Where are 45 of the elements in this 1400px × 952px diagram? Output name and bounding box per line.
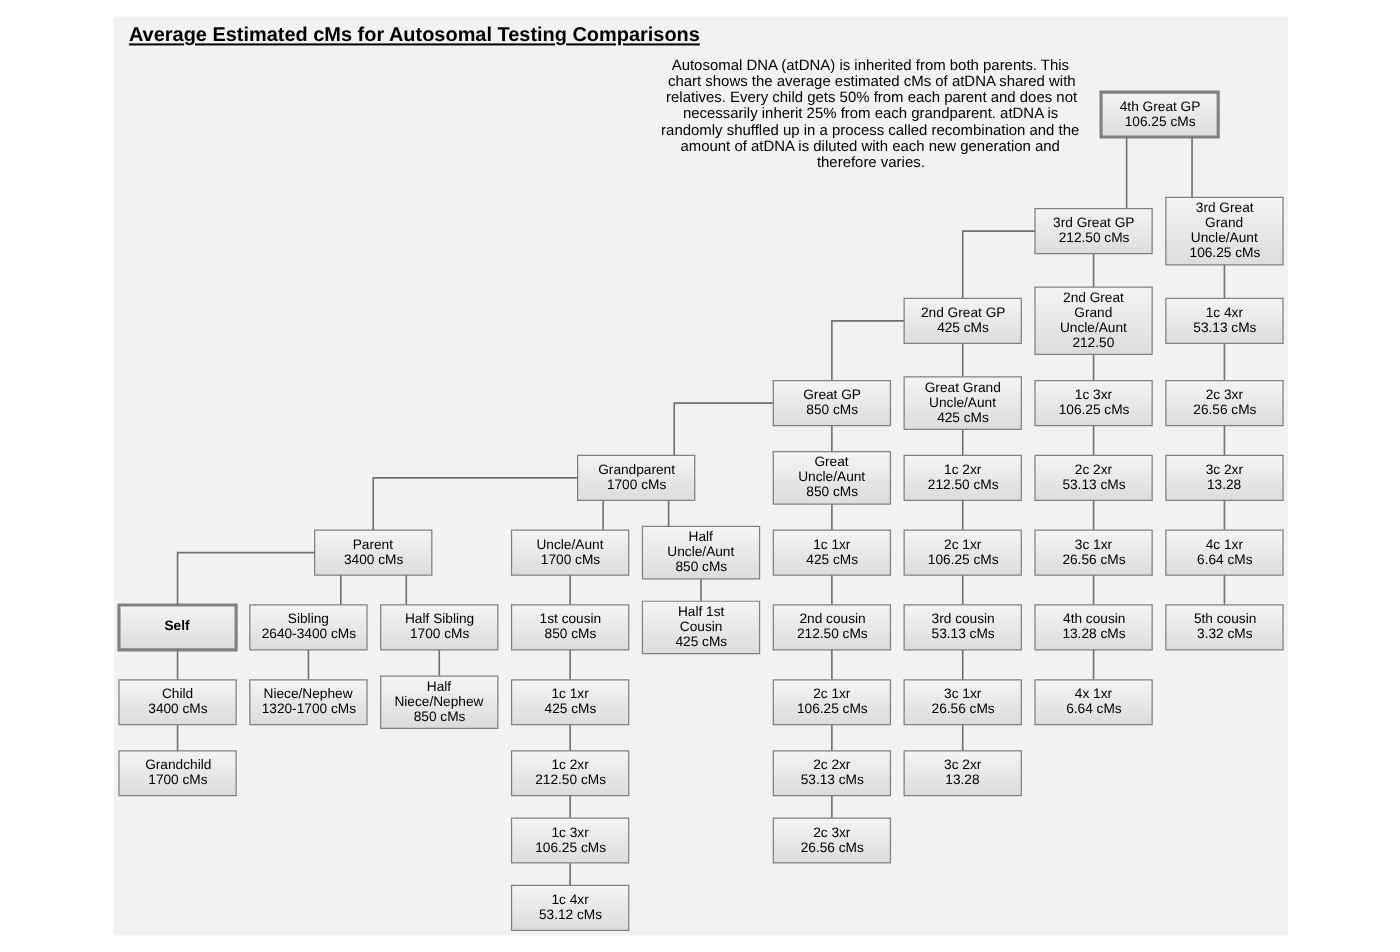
connector — [1091, 574, 1094, 606]
connector — [830, 574, 832, 606]
connector — [1091, 499, 1094, 531]
connector — [1091, 649, 1094, 681]
connector — [830, 320, 904, 382]
connector — [568, 862, 570, 886]
connector — [568, 795, 570, 819]
connector — [672, 402, 773, 457]
diagram-title: Average Estimated cMs for Autosomal Testing Comparisons — [127, 25, 699, 48]
connector — [601, 499, 603, 531]
connector — [175, 649, 178, 681]
connector — [960, 574, 963, 606]
connector — [371, 477, 578, 531]
connector — [1091, 252, 1094, 288]
connector — [960, 723, 963, 752]
connector — [1222, 264, 1225, 300]
connector — [960, 649, 963, 681]
connector — [960, 342, 963, 378]
connector — [568, 723, 570, 752]
connector — [1222, 574, 1225, 606]
connector — [830, 649, 832, 681]
connector — [960, 230, 1035, 299]
connector — [699, 578, 701, 602]
connector — [1124, 136, 1127, 210]
connector — [306, 649, 309, 681]
connector — [568, 649, 570, 681]
connector — [666, 499, 669, 527]
connector — [568, 574, 570, 606]
connector — [1190, 136, 1192, 199]
connector — [830, 723, 832, 752]
connector — [1222, 424, 1225, 456]
connector — [830, 424, 832, 453]
connector — [830, 795, 832, 819]
connector — [1222, 499, 1225, 531]
connector — [960, 428, 963, 457]
connector — [175, 723, 178, 752]
connector — [830, 503, 832, 531]
connector — [437, 649, 440, 677]
connector — [1222, 342, 1225, 382]
connector — [404, 574, 407, 606]
connector — [339, 574, 341, 606]
connector — [175, 551, 315, 606]
connector — [960, 499, 963, 531]
connector — [1091, 353, 1094, 382]
connector — [1091, 424, 1094, 456]
